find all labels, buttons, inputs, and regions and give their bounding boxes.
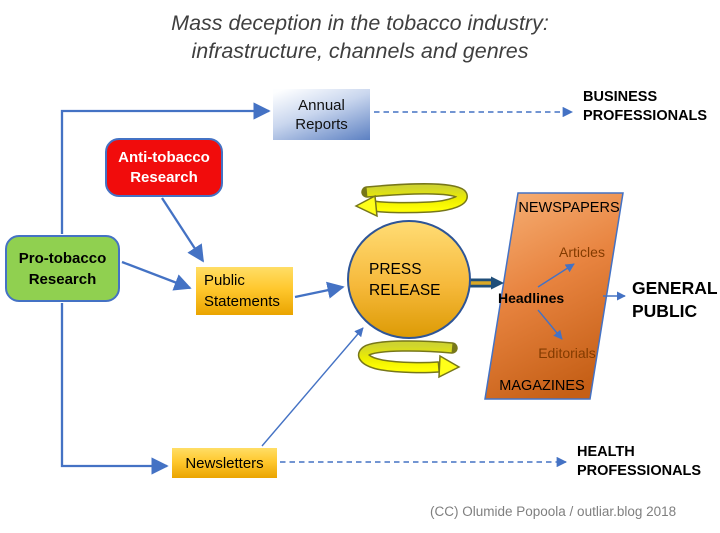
arrow-pro-to-public-statements	[121, 260, 192, 291]
pro-tobacco-research-box: Pro-tobacco Research	[5, 235, 120, 302]
newsletters-label: Newsletters	[185, 454, 264, 472]
articles-label: Articles	[559, 244, 605, 260]
title-line-1: Mass deception in the tobacco industry:	[171, 11, 549, 35]
press-release-circle: PRESS RELEASE	[347, 220, 471, 339]
newsletters-box: Newsletters	[172, 448, 277, 478]
arrow-public-statements-to-press-release	[294, 281, 345, 299]
general-public-label: GENERAL PUBLIC	[632, 278, 718, 321]
press-release-label: PRESS RELEASE	[369, 260, 441, 299]
loop-arrow-bottom-icon	[357, 340, 461, 379]
magazines-label: MAGAZINES	[499, 378, 585, 394]
anti-tobacco-research-label: Anti-tobacco Research	[118, 148, 210, 186]
arrow-pro-to-newsletters	[60, 303, 169, 475]
editorials-label: Editorials	[538, 345, 596, 361]
annual-reports-label: Annual Reports	[295, 96, 348, 133]
headlines-label: Headlines	[498, 290, 565, 306]
media-panel-shape	[484, 192, 624, 400]
arrow-anti-to-public-statements	[161, 197, 204, 263]
anti-tobacco-research-box: Anti-tobacco Research	[105, 138, 223, 197]
thick-arrow-press-to-media	[469, 276, 504, 290]
arrow-pro-to-annual-reports	[60, 102, 271, 234]
credit-line: (CC) Olumide Popoola / outliar.blog 2018	[430, 504, 677, 519]
arrow-headlines-to-editorials	[537, 309, 563, 340]
title-line-2: infrastructure, channels and genres	[191, 39, 529, 63]
public-statements-label: Public Statements	[204, 272, 280, 310]
pro-tobacco-research-label: Pro-tobacco Research	[18, 249, 107, 288]
newspapers-label: NEWSPAPERS	[518, 200, 620, 216]
arrow-newsletters-to-press-release	[261, 327, 364, 447]
arrow-headlines-to-articles	[537, 263, 575, 288]
public-statements-box: Public Statements	[196, 267, 293, 315]
business-professionals-label: BUSINESS PROFESSIONALS	[583, 89, 708, 124]
annual-reports-box: Annual Reports	[273, 89, 370, 140]
loop-arrow-top-icon	[354, 183, 468, 218]
health-professionals-label: HEALTH PROFESSIONALS	[577, 444, 702, 479]
diagram-title: Mass deception in the tobacco industry: …	[0, 9, 720, 65]
